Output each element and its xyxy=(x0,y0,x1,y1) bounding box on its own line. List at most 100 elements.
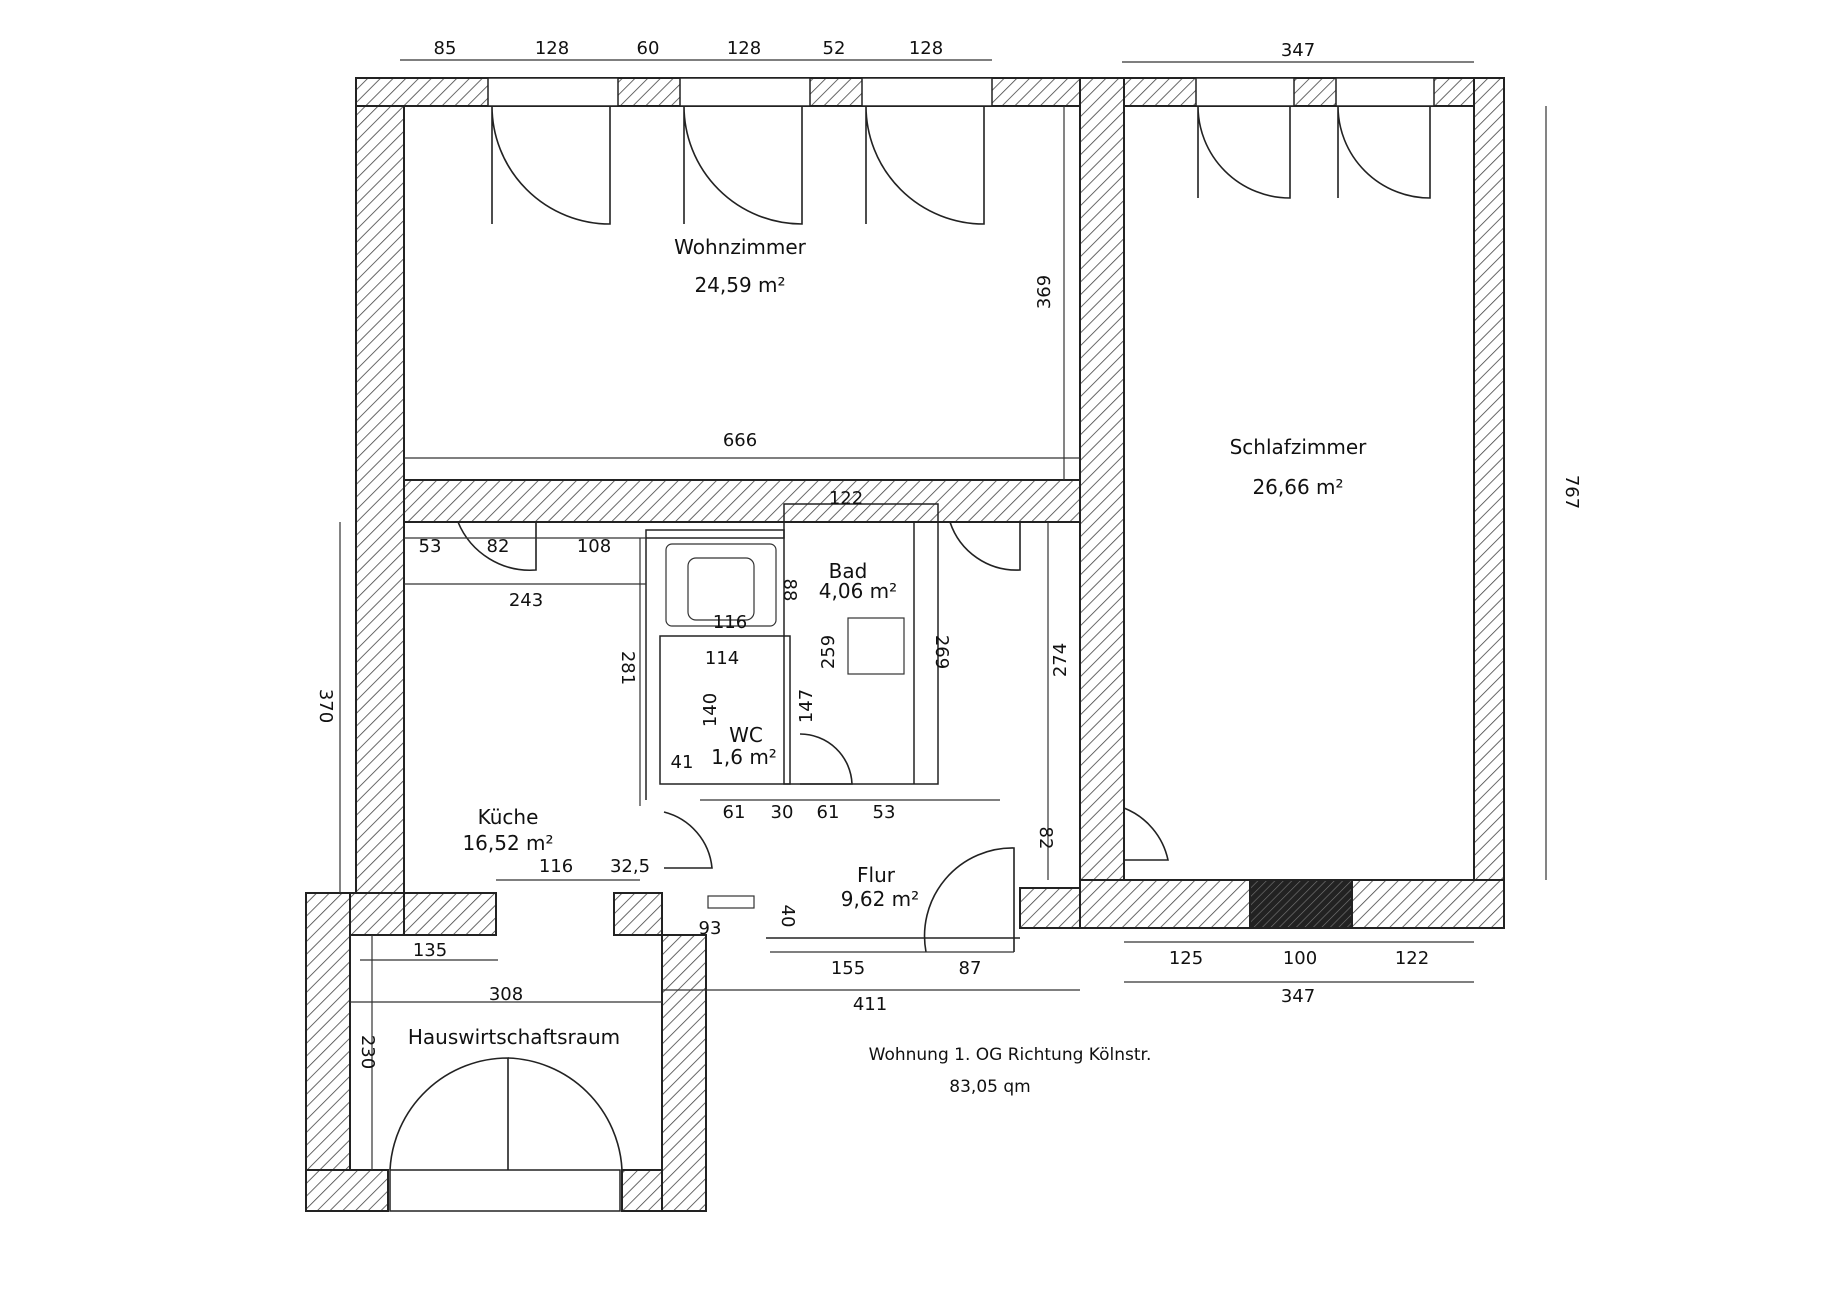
dim-bedroom-width-bottom: 347 xyxy=(1281,986,1315,1007)
dim-kitchen-bottom-wall: 32,5 xyxy=(610,856,650,877)
room-labels: Wohnzimmer 24,59 m² Schlafzimmer 26,66 m… xyxy=(408,235,1367,1049)
dim-bedroom-width-top: 347 xyxy=(1281,40,1315,61)
room-name-bad: Bad xyxy=(829,559,868,583)
door-bedroom-2 xyxy=(1337,105,1431,199)
windows xyxy=(389,77,1435,1212)
dim-kitchen-top-2: 82 xyxy=(487,536,510,557)
walls xyxy=(305,77,1505,1212)
window-living-3 xyxy=(861,77,993,107)
room-area-wc: 1,6 m² xyxy=(711,745,777,769)
door-living-3 xyxy=(865,105,985,225)
wall-top-bedroom xyxy=(1123,77,1505,107)
dim-top-1: 85 xyxy=(434,38,457,59)
room-area-wohnzimmer: 24,59 m² xyxy=(694,273,785,297)
dim-kitchen-height: 370 xyxy=(315,689,336,723)
room-area-bad: 4,06 m² xyxy=(819,579,897,603)
dim-kitchen-inner-height: 281 xyxy=(617,651,638,685)
room-name-kueche: Küche xyxy=(478,805,539,829)
dim-kitchen-bottom: 116 xyxy=(539,856,573,877)
bad-counter xyxy=(645,529,785,539)
door-living-2 xyxy=(683,105,803,225)
dim-bad-height-b: 269 xyxy=(931,635,952,669)
flur-step xyxy=(707,895,755,909)
dim-kitchen-top-3: 108 xyxy=(577,536,611,557)
window-bedroom-1 xyxy=(1195,77,1295,107)
dim-flur-seg-2: 30 xyxy=(771,802,794,823)
wc-outline xyxy=(659,635,791,785)
dim-flur-total: 411 xyxy=(853,994,887,1015)
door-wc xyxy=(799,733,853,785)
dim-flur-bottom-1: 155 xyxy=(831,958,865,979)
dim-wc-small: 41 xyxy=(671,752,694,773)
wall-hwr-left xyxy=(305,892,351,1212)
wall-kitchen-bottom-right xyxy=(613,892,663,936)
dimension-lines xyxy=(339,59,1547,1170)
room-name-wohnzimmer: Wohnzimmer xyxy=(674,235,807,259)
room-area-flur: 9,62 m² xyxy=(841,887,919,911)
wall-right-bedroom xyxy=(1473,77,1505,929)
bad-sink xyxy=(665,543,777,627)
dim-flur-bottom-2: 87 xyxy=(959,958,982,979)
dim-bad-height-a: 259 xyxy=(818,635,839,669)
door-hwr-right xyxy=(507,1057,623,1171)
door-flur-top xyxy=(949,521,1021,571)
dim-top-3: 60 xyxy=(637,38,660,59)
bad-sink-bowl xyxy=(687,557,755,621)
door-kitchen-flur xyxy=(663,811,713,869)
door-bedroom-1 xyxy=(1197,105,1291,199)
door-kitchen xyxy=(457,521,537,572)
dim-top-6: 128 xyxy=(909,38,943,59)
wall-divider-bedroom xyxy=(1079,77,1125,929)
dim-living-height: 369 xyxy=(1034,275,1055,309)
dim-flur-seg-4: 53 xyxy=(873,802,896,823)
dim-flur-small-b: 40 xyxy=(777,905,798,928)
dim-bedroom-height: 767 xyxy=(1561,475,1582,509)
dim-wc-width: 114 xyxy=(705,648,739,669)
door-living-1 xyxy=(491,105,611,225)
chimney xyxy=(1249,879,1353,929)
dim-flur-seg-3: 61 xyxy=(817,802,840,823)
window-living-2 xyxy=(679,77,811,107)
dim-kitchen-width: 243 xyxy=(509,590,543,611)
dim-flur-height-a: 274 xyxy=(1050,643,1071,677)
wall-hwr-right xyxy=(661,934,707,1212)
dim-flur-seg-1: 61 xyxy=(723,802,746,823)
window-bedroom-2 xyxy=(1335,77,1435,107)
door-hwr-left xyxy=(389,1057,509,1171)
dim-top-4: 128 xyxy=(727,38,761,59)
wc-fixture xyxy=(847,617,905,675)
dim-top-2: 128 xyxy=(535,38,569,59)
wall-left-living xyxy=(355,77,405,894)
dim-bedroom-bottom-1: 125 xyxy=(1169,948,1203,969)
dim-wc-door-height: 147 xyxy=(796,689,817,723)
room-name-wc: WC xyxy=(729,723,763,747)
dim-hwr-segment: 135 xyxy=(413,940,447,961)
dim-bedroom-bottom-3: 122 xyxy=(1395,948,1429,969)
dim-wc-height: 140 xyxy=(700,693,721,727)
caption-title: Wohnung 1. OG Richtung Kölnstr. xyxy=(869,1045,1152,1065)
dim-bad-width: 122 xyxy=(829,488,863,509)
window-hwr xyxy=(389,1169,621,1212)
interior-walls xyxy=(645,503,1081,939)
dim-living-width: 666 xyxy=(723,430,757,451)
dim-hwr-width: 308 xyxy=(489,984,523,1005)
dim-bad-sink-width: 116 xyxy=(713,612,747,633)
room-name-hauswirtschaftsraum: Hauswirtschaftsraum xyxy=(408,1025,620,1049)
bad-outline xyxy=(783,503,939,785)
dim-bad-sink-depth: 88 xyxy=(779,579,800,602)
room-name-flur: Flur xyxy=(857,863,896,887)
wall-kitchen-bottom-left xyxy=(403,892,497,936)
wall-living-bottom xyxy=(403,479,1081,523)
dim-flur-small-a: 93 xyxy=(699,918,722,939)
door-bedroom xyxy=(1123,807,1169,861)
dim-flur-height-b: 82 xyxy=(1035,827,1056,850)
dim-bedroom-bottom-2: 100 xyxy=(1283,948,1317,969)
window-living-1 xyxy=(487,77,619,107)
room-area-schlafzimmer: 26,66 m² xyxy=(1252,475,1343,499)
dim-top-5: 52 xyxy=(823,38,846,59)
room-area-kueche: 16,52 m² xyxy=(462,831,553,855)
wall-hwr-bottom-left xyxy=(305,1169,389,1212)
room-name-schlafzimmer: Schlafzimmer xyxy=(1230,435,1368,459)
plan-caption: Wohnung 1. OG Richtung Kölnstr. 83,05 qm xyxy=(869,1045,1152,1097)
